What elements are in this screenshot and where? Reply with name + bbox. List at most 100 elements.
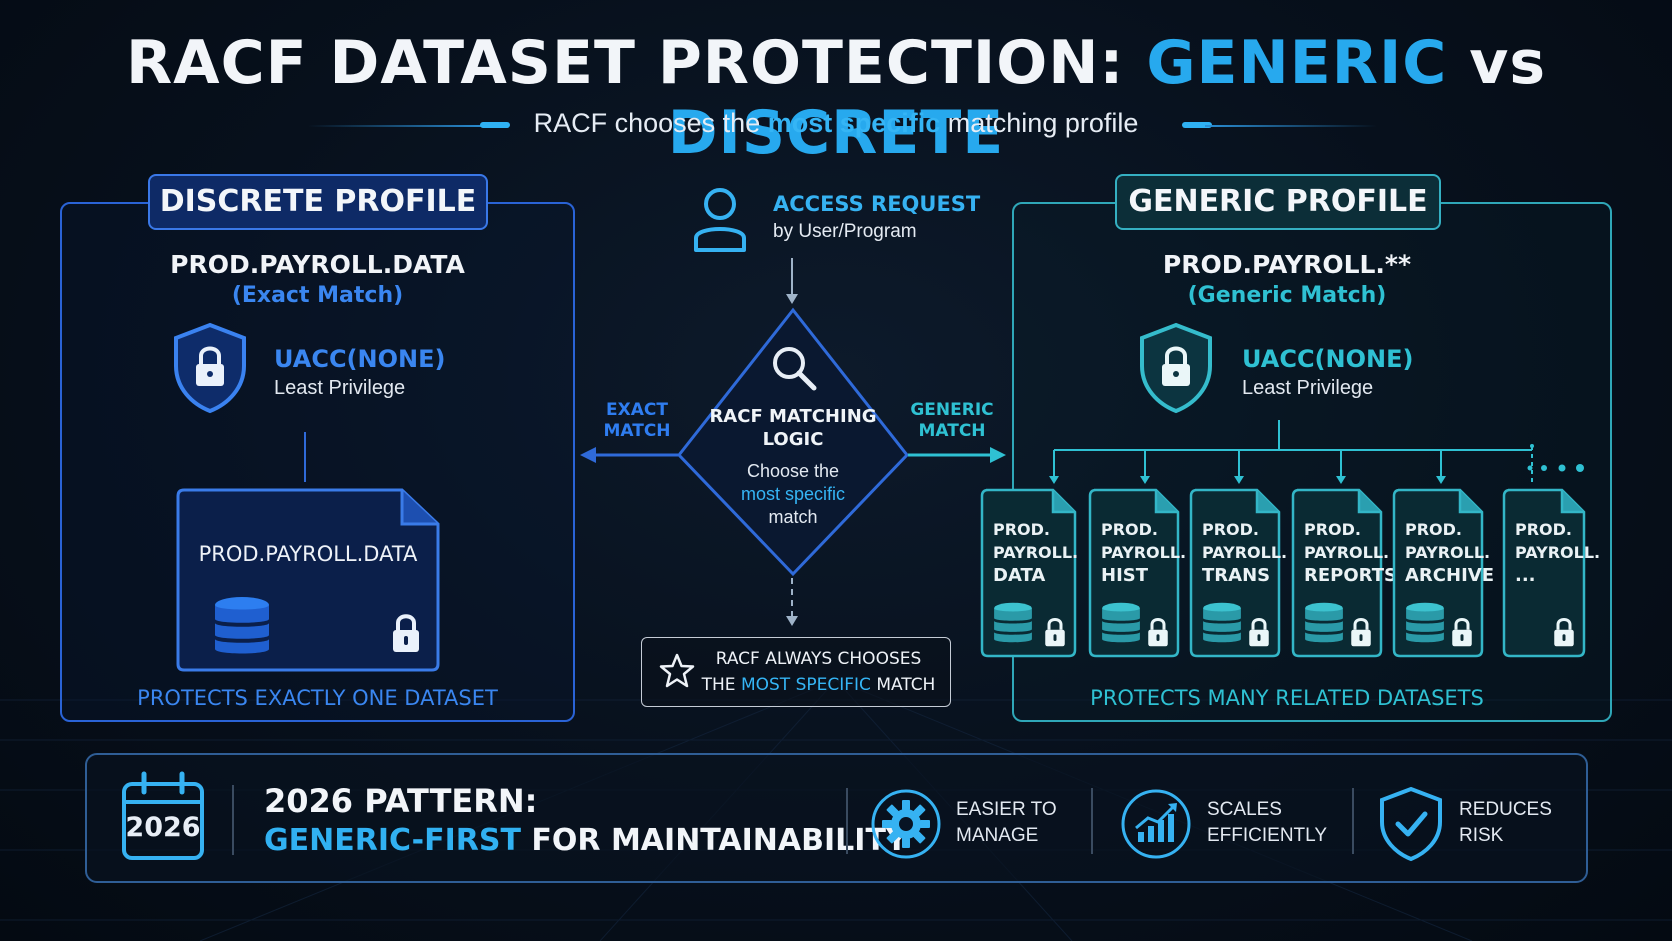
- database-icon: [1203, 602, 1241, 643]
- benefit-scales-efficiently: SCALES EFFICIENTLY: [1207, 797, 1327, 849]
- bottom-pattern-bar: [85, 753, 1588, 883]
- generic-uacc: UACC(NONE): [1242, 345, 1414, 373]
- title-vs: vs: [1447, 28, 1547, 98]
- matching-logic-sub-3: match: [768, 507, 818, 527]
- generic-dataset-l2: PAYROLL.: [1405, 543, 1491, 562]
- exact-match-line-1: EXACT: [606, 400, 668, 420]
- title-generic: GENERIC: [1146, 28, 1448, 98]
- generic-dataset-l2: PAYROLL.: [993, 543, 1079, 562]
- generic-dataset-label: PROD.PAYROLL.TRANS: [1202, 518, 1288, 587]
- subtitle-line-right: [1205, 125, 1377, 127]
- lock-icon: [1148, 617, 1168, 647]
- lock-icon: [1351, 617, 1371, 647]
- lock-icon: [393, 614, 419, 652]
- always-chooses-line-1: RACF ALWAYS CHOOSES: [715, 649, 922, 669]
- subtitle-line-left: [308, 125, 488, 127]
- generic-dataset-l3: REPORTS: [1304, 565, 1397, 586]
- generic-dataset-l3: ...: [1515, 565, 1536, 586]
- generic-dataset-l1: PROD.: [1202, 520, 1260, 539]
- chart-icon: [1121, 789, 1191, 859]
- generic-dataset-l3: HIST: [1101, 565, 1149, 586]
- database-icon: [215, 597, 269, 654]
- generic-dataset-l3: DATA: [993, 565, 1046, 586]
- page-title: RACF DATASET PROTECTION: GENERIC vs DISC…: [0, 28, 1672, 168]
- user-icon: [694, 188, 746, 252]
- database-icon: [994, 602, 1032, 643]
- subtitle-dot-left: [480, 122, 510, 128]
- discrete-match-type: (Exact Match): [231, 283, 404, 308]
- pattern-heading: 2026 PATTERN:: [264, 782, 538, 820]
- generic-dataset-l2: PAYROLL.: [1202, 543, 1288, 562]
- lock-icon: [1249, 617, 1269, 647]
- discrete-dataset-card: [176, 488, 440, 672]
- subtitle-before: RACF chooses the: [533, 108, 768, 138]
- generic-dataset-l1: PROD.: [1515, 520, 1573, 539]
- generic-dataset-l2: PAYROLL.: [1515, 543, 1601, 562]
- discrete-profile-tag: DISCRETE PROFILE: [148, 174, 488, 230]
- calendar-year: 2026: [125, 812, 201, 843]
- benefit-3-line-1: REDUCES: [1459, 799, 1552, 820]
- generic-dataset-l1: PROD.: [1101, 520, 1159, 539]
- generic-dataset-label: PROD.PAYROLL.ARCHIVE: [1405, 518, 1494, 587]
- discrete-connector: [304, 432, 306, 482]
- matching-logic-sub-2: most specific: [740, 484, 846, 504]
- lock-icon: [1452, 617, 1472, 647]
- database-icon: [1102, 602, 1140, 643]
- generic-match-line-1: GENERIC: [910, 400, 994, 420]
- benefit-easier-to-manage: EASIER TO MANAGE: [956, 797, 1057, 849]
- benefit-reduces-risk: REDUCES RISK: [1459, 797, 1552, 849]
- generic-dataset-label: PROD.PAYROLL.DATA: [993, 518, 1079, 587]
- generic-match-line-2: MATCH: [918, 421, 986, 441]
- bottom-separator-1: [232, 785, 234, 855]
- generic-profile-name: PROD.PAYROLL.**: [1162, 250, 1412, 279]
- generic-dataset-l3: ARCHIVE: [1405, 565, 1494, 586]
- discrete-footer: PROTECTS EXACTLY ONE DATASET: [137, 686, 498, 710]
- generic-dataset-card: [1502, 488, 1586, 658]
- access-request-subtitle: by User/Program: [773, 221, 917, 242]
- lock-icon: [1045, 617, 1065, 647]
- benefit-2-line-2: EFFICIENTLY: [1207, 825, 1327, 846]
- generic-dataset-l1: PROD.: [1304, 520, 1362, 539]
- shield-check-icon: [1380, 786, 1442, 862]
- generic-footer: PROTECTS MANY RELATED DATASETS: [1090, 686, 1484, 710]
- generic-match-label: GENERIC MATCH: [906, 400, 998, 442]
- shield-lock-icon: [174, 322, 246, 414]
- discrete-dataset-label: PROD.PAYROLL.DATA: [198, 542, 418, 566]
- title-discrete: DISCRETE: [667, 98, 1005, 168]
- database-icon: [1305, 602, 1343, 643]
- generic-dataset-label: PROD.PAYROLL.HIST: [1101, 518, 1186, 587]
- matching-logic-title-2: LOGIC: [762, 429, 824, 450]
- benefit-2-line-1: SCALES: [1207, 799, 1282, 820]
- bottom-separator-2: [846, 788, 848, 854]
- subtitle-after: matching profile: [940, 108, 1139, 138]
- generic-least-privilege: Least Privilege: [1242, 377, 1374, 399]
- search-icon: [773, 347, 817, 391]
- discrete-profile-name: PROD.PAYROLL.DATA: [170, 250, 465, 279]
- bottom-separator-4: [1352, 788, 1354, 854]
- discrete-least-privilege: Least Privilege: [274, 377, 406, 399]
- matching-logic-sub-1: Choose the: [746, 461, 840, 481]
- always-chooses-highlight: MOST SPECIFIC: [740, 675, 871, 695]
- benefit-1-line-1: EASIER TO: [956, 799, 1057, 820]
- title-prefix: RACF DATASET PROTECTION:: [125, 28, 1147, 98]
- generic-dataset-label: PROD.PAYROLL.REPORTS: [1304, 518, 1397, 587]
- shield-lock-icon: [1140, 322, 1212, 414]
- discrete-uacc: UACC(NONE): [274, 345, 446, 373]
- always-chooses-the: THE: [701, 675, 741, 695]
- access-request-title: ACCESS REQUEST: [773, 192, 981, 216]
- benefit-1-line-2: MANAGE: [956, 825, 1039, 846]
- always-chooses-line-2: THE MOST SPECIFIC MATCH: [696, 673, 941, 698]
- benefit-3-line-2: RISK: [1459, 825, 1504, 846]
- generic-dataset-label: PROD. PAYROLL....: [1515, 518, 1601, 587]
- calendar-icon: [122, 771, 204, 860]
- always-chooses-box: [641, 637, 951, 707]
- subtitle-dot-right: [1182, 122, 1212, 128]
- exact-match-line-2: MATCH: [603, 421, 671, 441]
- generic-profile-tag: GENERIC PROFILE: [1115, 174, 1441, 230]
- database-icon: [1406, 602, 1444, 643]
- subtitle: RACF chooses the most specific matching …: [0, 108, 1672, 139]
- star-icon: [659, 653, 695, 688]
- matching-logic-title-1: RACF MATCHING: [709, 406, 877, 427]
